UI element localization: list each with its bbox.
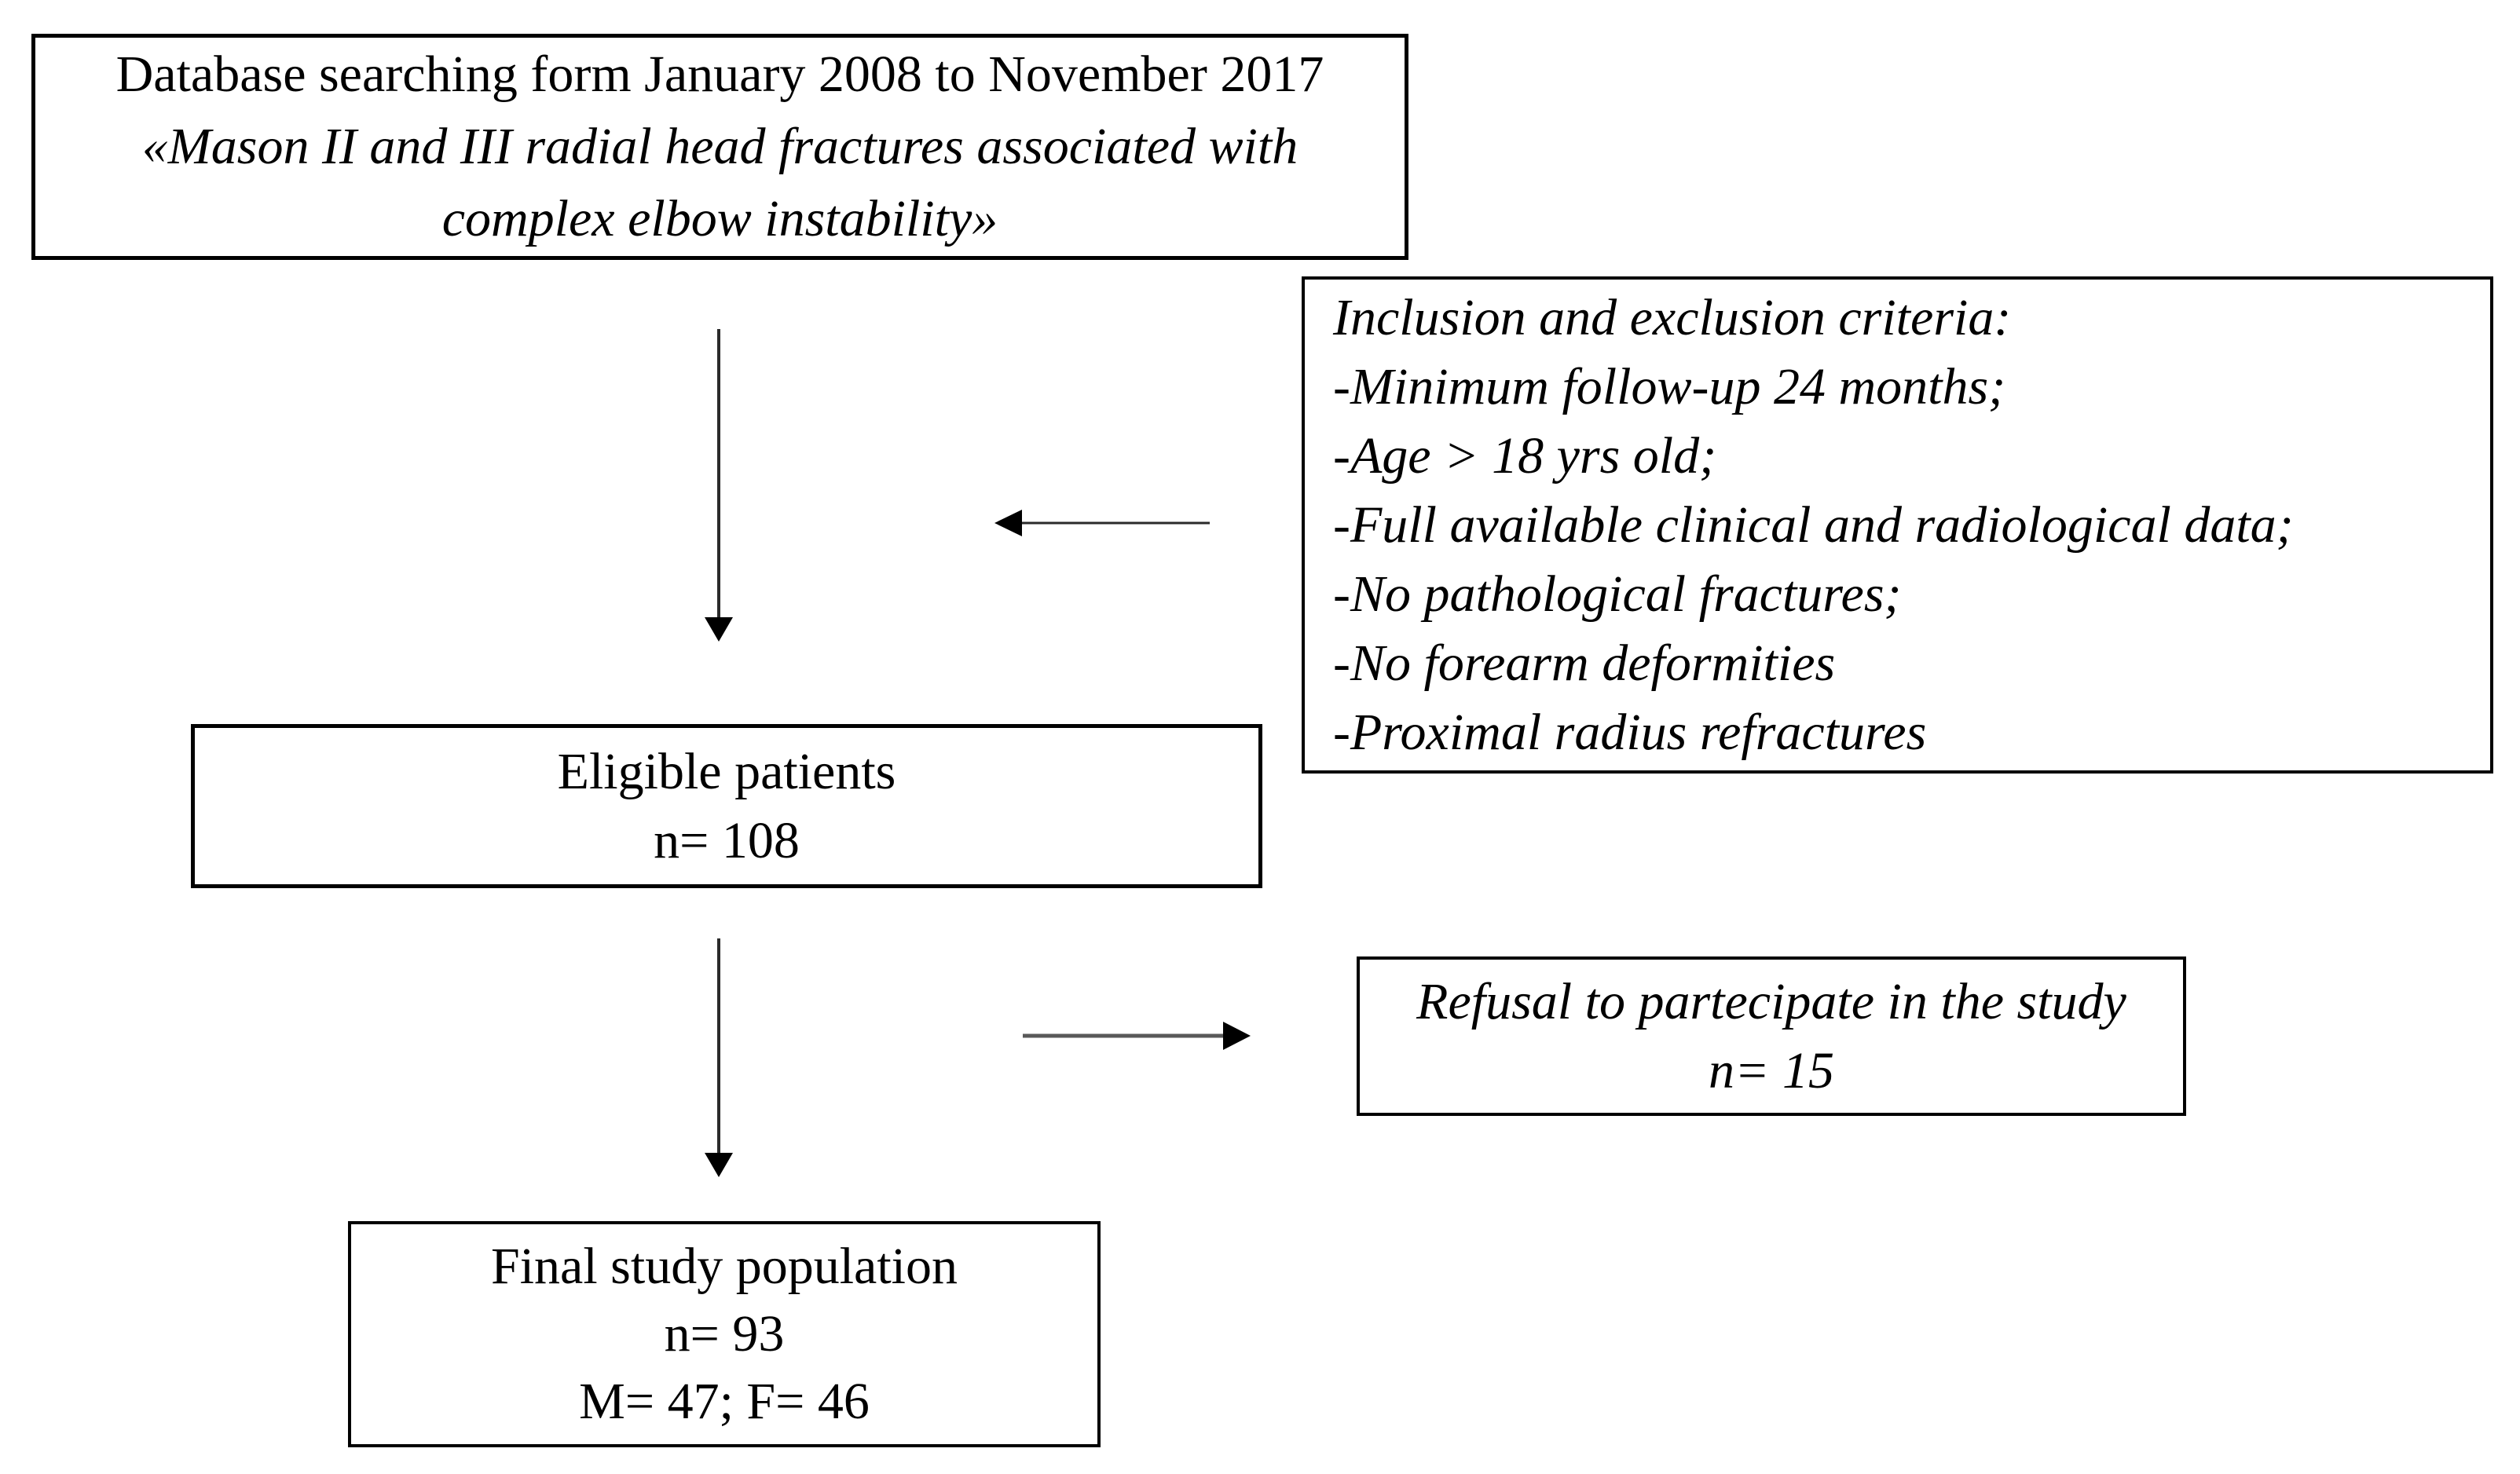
criteria-box: Inclusion and exclusion criteria: -Minim… [1302,276,2493,774]
arrow-right-flow-to-refusal [1023,1022,1251,1050]
eligible-patients-box: Eligible patients n= 108 [191,724,1262,888]
arrow-left-criteria-to-flow [994,510,1210,536]
database-search-quote-line2: complex elbow instability» [441,190,998,247]
refusal-count: n= 15 [1708,1041,1835,1099]
database-search-box: Database searching form January 2008 to … [31,34,1408,260]
criteria-item-followup: -Minimum follow-up 24 months; [1333,357,2006,415]
refusal-label: Refusal to partecipate in the study [1416,972,2126,1030]
arrow-down-eligible-to-final [705,938,733,1177]
criteria-title: Inclusion and exclusion criteria: [1333,288,2012,346]
criteria-item-age: -Age > 18 yrs old; [1333,426,1717,485]
criteria-item-deformities: -No forearm deformities [1333,634,1836,692]
refusal-box: Refusal to partecipate in the study n= 1… [1357,956,2186,1116]
database-search-quote-line1: «Mason II and III radial head fractures … [141,118,1298,175]
criteria-item-refractures: -Proximal radius refractures [1333,703,1927,761]
arrow-down-database-to-eligible [705,329,733,642]
eligible-patients-count: n= 108 [654,811,800,869]
eligible-patients-label: Eligible patients [557,742,896,800]
final-population-count: n= 93 [664,1305,785,1362]
final-population-label: Final study population [491,1238,958,1295]
final-population-box: Final study population n= 93 M= 47; F= 4… [348,1221,1101,1447]
final-population-sex-split: M= 47; F= 46 [579,1373,870,1430]
criteria-item-data: -Full available clinical and radiologica… [1333,496,2294,554]
criteria-item-pathological: -No pathological fractures; [1333,565,1902,623]
database-search-title: Database searching form January 2008 to … [115,46,1324,103]
